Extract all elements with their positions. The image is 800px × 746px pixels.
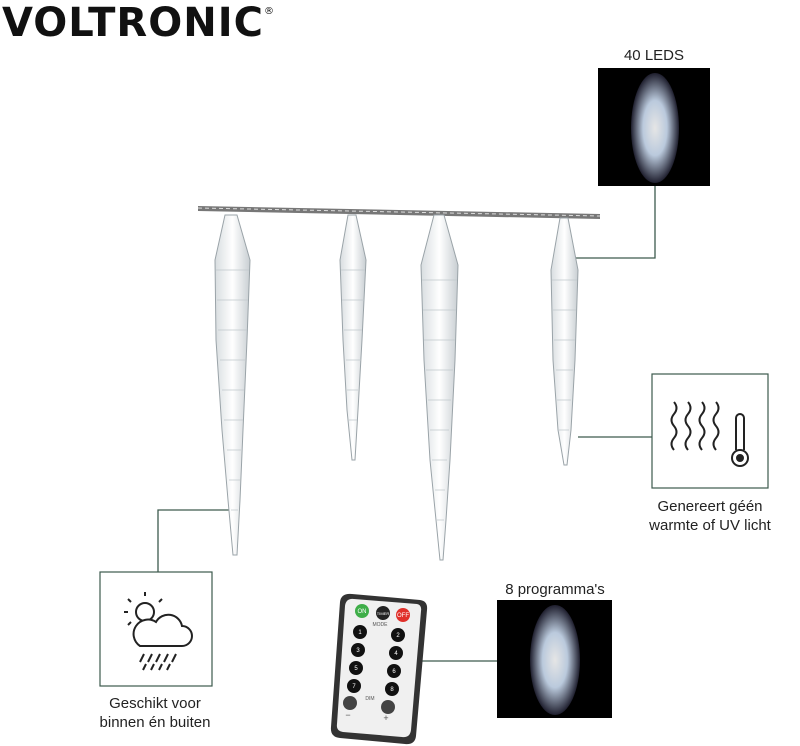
- connector-lines: [157, 186, 656, 662]
- remote-btn-1: 1: [358, 630, 362, 636]
- programs-label: 8 programma's: [505, 581, 605, 598]
- no-heat-line1: Genereert géén: [657, 498, 763, 515]
- remote-btn-6: 6: [392, 669, 396, 675]
- remote-plus: +: [383, 713, 388, 723]
- remote-mode-label: MODE: [373, 622, 389, 628]
- icicle-1: [214, 214, 251, 556]
- thermometer-icon: [731, 413, 749, 467]
- sun-cloud-rain-icon: [124, 592, 193, 671]
- icicles: [214, 214, 579, 561]
- remote-btn-3: 3: [356, 648, 360, 654]
- remote-control: ON TIMER OFF 1 2 3 4 5 6 7 8 MODE DIM − …: [330, 593, 428, 745]
- remote-on: ON: [358, 609, 367, 615]
- no-heat-icon-box: [651, 373, 769, 489]
- icicle-2: [339, 214, 367, 461]
- remote-btn-8: 8: [390, 687, 394, 693]
- no-heat-line2: warmte of UV licht: [649, 517, 771, 534]
- logo-text: VOLTRONIC: [2, 0, 264, 46]
- remote-btn-4: 4: [394, 651, 398, 657]
- indoor-outdoor-line2: binnen én buiten: [99, 714, 211, 731]
- remote-btn-7: 7: [352, 684, 356, 690]
- wire-bar: [197, 206, 601, 219]
- registered-mark: ®: [263, 6, 275, 17]
- remote-btn-2: 2: [396, 633, 400, 639]
- brand-logo: VOLTRONIC®: [2, 0, 275, 46]
- icicle-4: [550, 217, 579, 466]
- indoor-outdoor-label: Geschikt voor binnen én buiten: [70, 694, 240, 732]
- remote-minus: −: [345, 710, 350, 720]
- indoor-outdoor-line1: Geschikt voor: [109, 695, 201, 712]
- leds-label: 40 LEDS: [623, 47, 685, 64]
- heat-waves-icon: [670, 401, 720, 451]
- remote-timer: TIMER: [377, 611, 390, 616]
- remote-dim-label: DIM: [365, 696, 374, 702]
- remote-off: OFF: [397, 613, 409, 619]
- no-heat-label: Genereert géén warmte of UV licht: [620, 497, 800, 535]
- remote-btn-5: 5: [354, 666, 358, 672]
- icicle-3: [420, 214, 459, 561]
